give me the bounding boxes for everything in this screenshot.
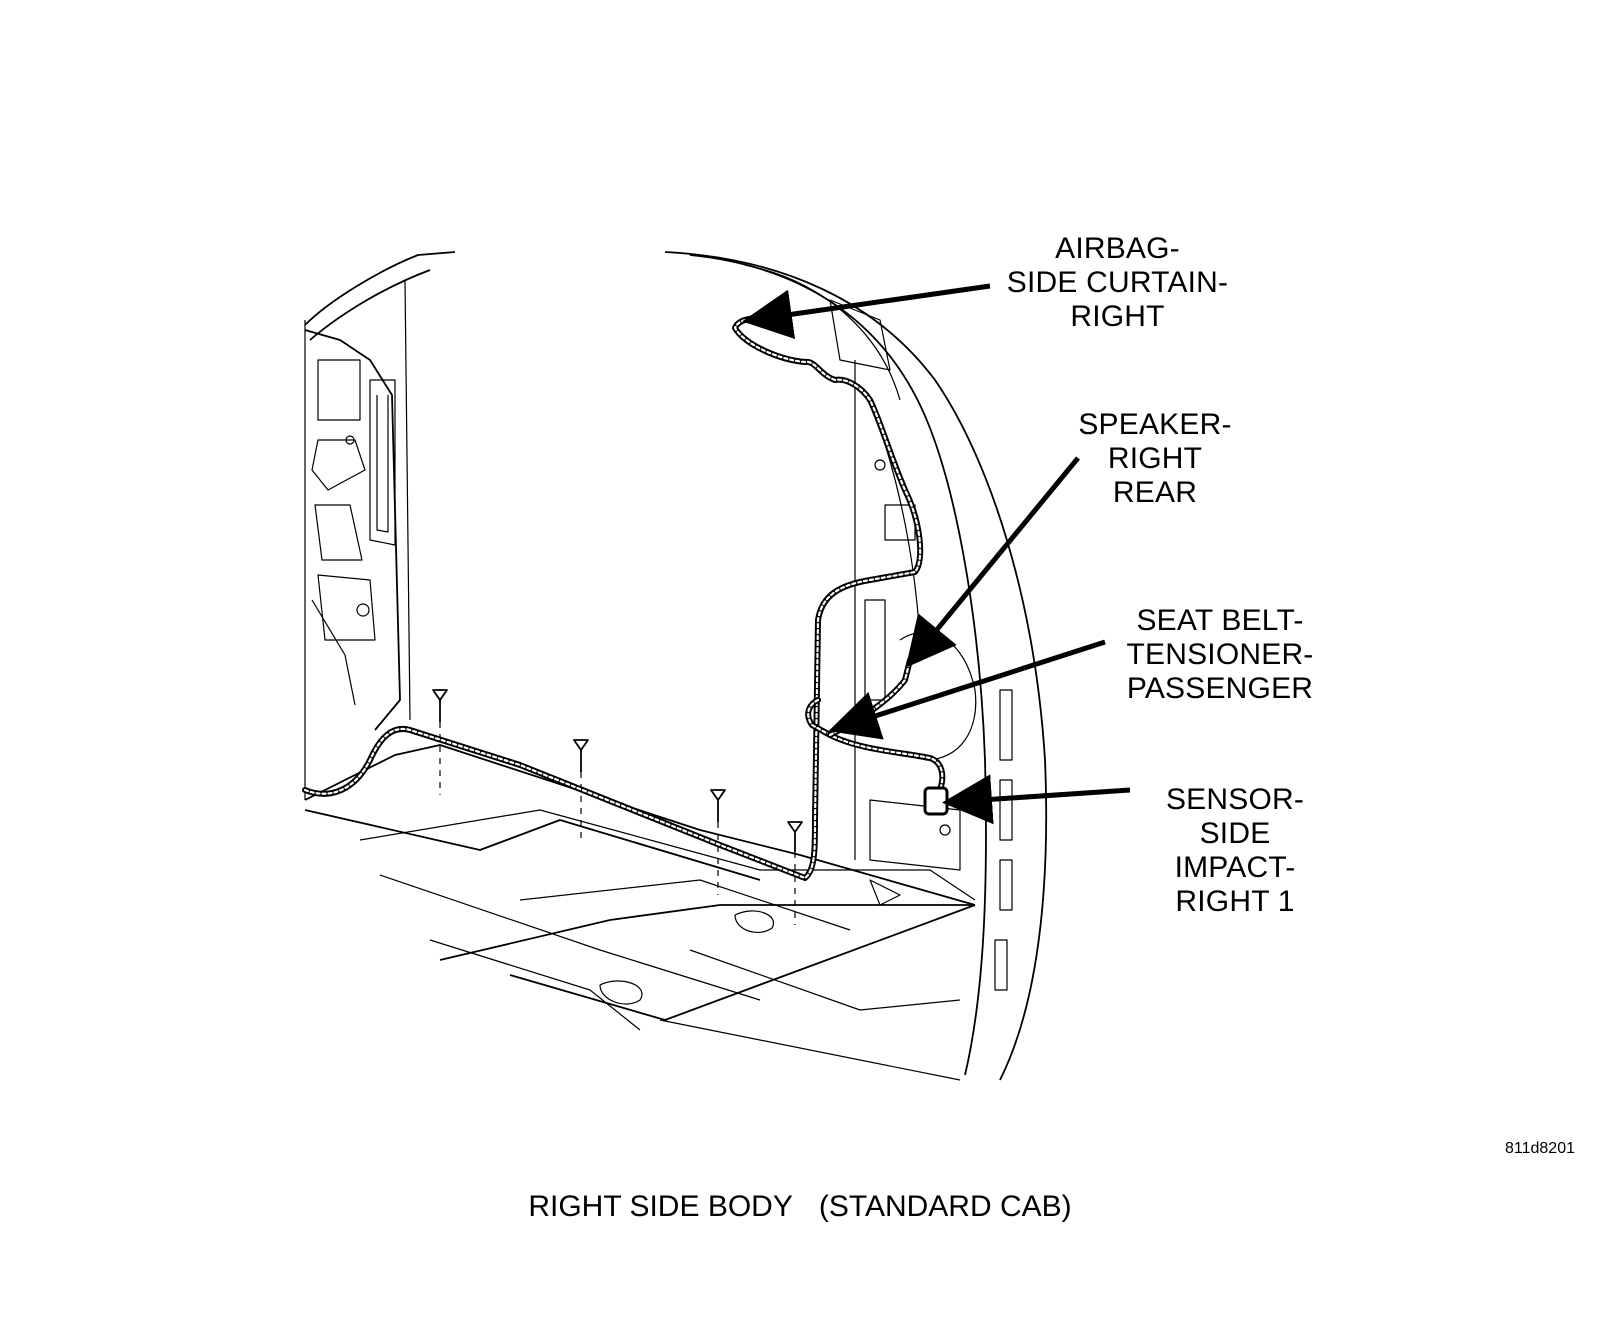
airbag-label-line-1: AIRBAG- xyxy=(1055,232,1180,265)
seat-belt-arrow xyxy=(828,639,1106,740)
sensor-arrow xyxy=(942,774,1131,825)
side-impact-sensor-connector xyxy=(923,786,949,816)
push-pin-4 xyxy=(787,821,803,925)
wiring-harness xyxy=(302,315,949,881)
left-pillar xyxy=(304,251,456,800)
seat-belt-label-line-2: TENSIONER- xyxy=(1126,638,1314,671)
push-pin-3 xyxy=(710,789,726,895)
seat-belt-label-line-3: PASSENGER xyxy=(1126,672,1314,705)
figure-code: 811d8201 xyxy=(1505,1140,1575,1157)
figure-caption: RIGHT SIDE BODY (STANDARD CAB) xyxy=(0,1190,1600,1224)
sensor-label-line-3: IMPACT- xyxy=(1174,851,1296,884)
callout-arrows xyxy=(742,283,1131,825)
airbag-arrow xyxy=(742,283,991,340)
speaker-label-line-2: RIGHT xyxy=(1107,442,1203,475)
sensor-label-line-4: RIGHT 1 xyxy=(1175,885,1295,918)
caption-right: (STANDARD CAB) xyxy=(818,1190,1072,1223)
push-pin-2 xyxy=(573,739,589,840)
rear-pillar xyxy=(664,251,1048,1081)
seat-belt-label-line-1: SEAT BELT- xyxy=(1136,604,1304,637)
speaker-right-rear-label: SPEAKER- RIGHT REAR xyxy=(1075,408,1235,510)
airbag-side-curtain-label: AIRBAG- SIDE CURTAIN- RIGHT xyxy=(1000,232,1235,334)
push-pin-1 xyxy=(432,689,448,795)
sensor-side-impact-label: SENSOR- SIDE IMPACT- RIGHT 1 xyxy=(1160,783,1310,919)
sensor-label-line-1: SENSOR- xyxy=(1165,783,1305,816)
caption-left: RIGHT SIDE BODY xyxy=(528,1190,793,1223)
push-pin-fasteners xyxy=(432,689,803,925)
sensor-label-line-2: SIDE xyxy=(1199,817,1271,850)
speaker-label-line-3: REAR xyxy=(1112,476,1198,509)
speaker-label-line-1: SPEAKER- xyxy=(1078,408,1232,441)
airbag-label-line-3: RIGHT xyxy=(1070,300,1165,333)
floor-pan xyxy=(304,744,976,1081)
airbag-label-line-2: SIDE CURTAIN- xyxy=(1006,266,1229,299)
speaker-arrow xyxy=(905,456,1080,668)
seat-belt-tensioner-label: SEAT BELT- TENSIONER- PASSENGER xyxy=(1120,604,1320,706)
